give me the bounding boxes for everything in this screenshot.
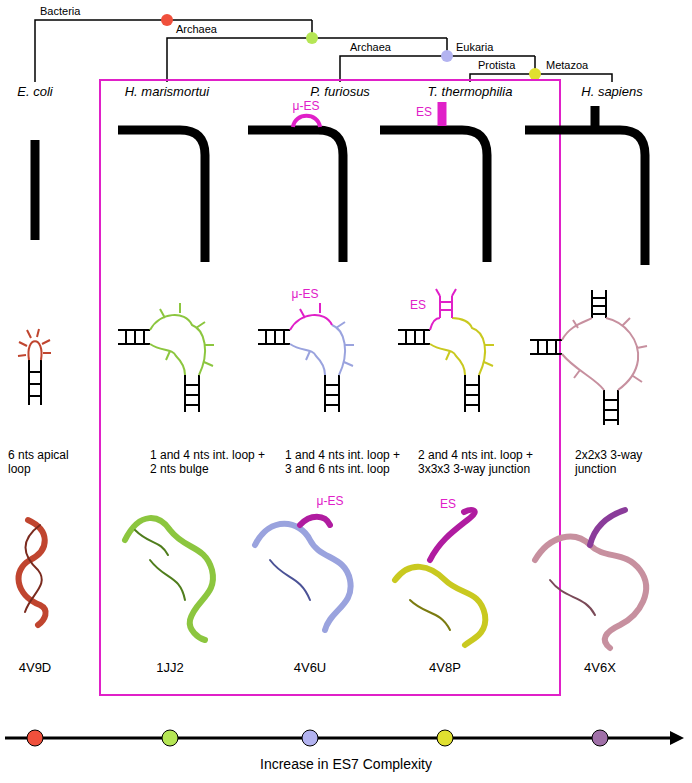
es-stem <box>430 289 456 330</box>
ribbon <box>25 525 42 612</box>
axis-title: Increase in ES7 Complexity <box>260 756 432 773</box>
es-label: ES <box>416 105 432 119</box>
pdb-id: 4V6X <box>584 660 616 676</box>
tree-dot <box>441 50 453 62</box>
pdb-id: 4V8P <box>429 660 461 676</box>
timeline-dot <box>592 730 608 746</box>
clade-label: Protista <box>478 59 515 72</box>
es-label: ES <box>440 497 456 511</box>
loop <box>430 318 494 375</box>
pdb-id: 1JJ2 <box>156 660 183 676</box>
schematic-stem <box>525 106 645 265</box>
schematic-stem <box>380 130 487 262</box>
ribbon-models <box>19 510 647 648</box>
ribbon <box>410 600 450 630</box>
clade-label: Archaea <box>350 41 391 54</box>
structure-caption: 2x2x3 3-way junction <box>575 448 680 477</box>
micro-es-arc <box>293 116 320 127</box>
ribbon <box>535 537 646 648</box>
ribbon <box>300 517 330 525</box>
ribbon <box>135 530 185 600</box>
loop <box>290 322 354 375</box>
ribbon <box>255 524 351 630</box>
ribbon <box>125 518 213 640</box>
stem <box>398 330 479 412</box>
tree-lines <box>35 20 612 82</box>
schematic-row <box>35 106 645 265</box>
stem <box>258 330 339 412</box>
schematic-stem <box>248 130 343 262</box>
secondary-structures <box>18 289 647 425</box>
stem <box>118 330 199 412</box>
ribbon <box>19 520 46 625</box>
structure-caption: 6 nts apical loop <box>8 448 93 477</box>
clade-label: Eukaria <box>456 41 493 54</box>
loop <box>562 318 647 390</box>
pdb-id: 4V9D <box>19 660 52 676</box>
loop <box>18 329 51 360</box>
species-label: H. sapiens <box>581 84 642 100</box>
ribbon <box>430 510 475 560</box>
tree-dot <box>161 14 173 26</box>
structure-caption: 2 and 4 nts int. loop + 3x3x3 3-way junc… <box>418 448 556 477</box>
es-label: μ-ES <box>292 287 319 301</box>
clade-label: Archaea <box>176 23 217 36</box>
timeline-dot <box>302 730 318 746</box>
schematic-stem <box>31 140 40 240</box>
es-bar <box>438 102 447 126</box>
ribbon <box>270 560 310 600</box>
ribbon <box>550 580 595 615</box>
structure-caption: 1 and 4 nts int. loop + 3 and 6 nts int.… <box>285 448 410 477</box>
ribbon <box>590 510 625 545</box>
species-label: E. coli <box>17 84 52 100</box>
stem <box>530 290 618 425</box>
tree-dot <box>306 32 318 44</box>
schematic-stem <box>118 130 205 262</box>
ribbon <box>395 567 485 645</box>
species-label: H. marismortui <box>125 84 210 100</box>
es-label: μ-ES <box>293 99 320 113</box>
clade-label: Bacteria <box>40 5 80 18</box>
timeline-dot <box>437 730 453 746</box>
clade-label: Metazoa <box>546 59 588 72</box>
timeline-dot <box>27 730 43 746</box>
stem <box>29 360 41 405</box>
highlight-box <box>100 80 560 695</box>
es-label: ES <box>410 298 426 312</box>
timeline-dot <box>162 730 178 746</box>
species-label: T. thermophilia <box>428 84 513 100</box>
loop <box>150 303 214 375</box>
es-label: μ-ES <box>317 494 344 508</box>
tree-dot <box>529 68 541 80</box>
structure-caption: 1 and 4 nts int. loop + 2 nts bulge <box>150 448 272 477</box>
micro-es-loop <box>290 303 332 330</box>
pdb-id: 4V6U <box>294 660 327 676</box>
timeline-axis <box>5 737 672 740</box>
species-label: P. furiosus <box>310 84 370 100</box>
timeline-arrowhead <box>670 731 684 745</box>
